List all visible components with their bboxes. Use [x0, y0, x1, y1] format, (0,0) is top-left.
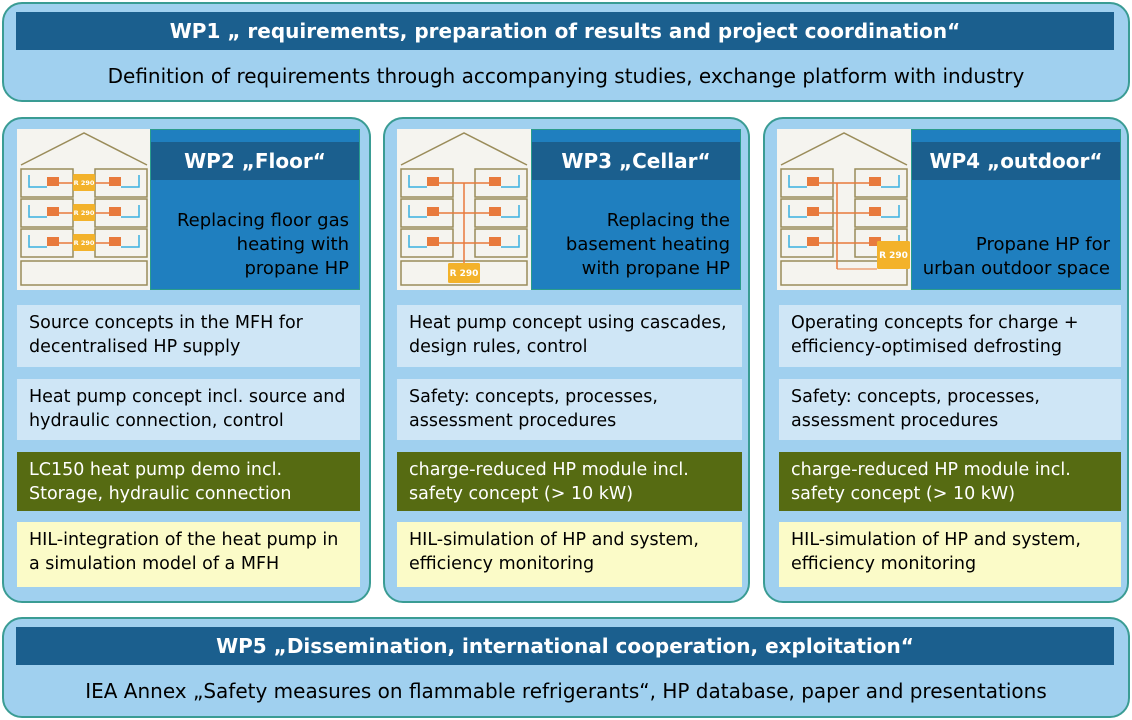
wp2-task-1: Source concepts in the MFH for decentral… — [17, 305, 360, 367]
wp1-panel: WP1 „ requirements, preparation of resul… — [2, 2, 1130, 102]
r290-label: R 290 — [74, 239, 95, 247]
building-illustration-icon: R 290 — [780, 132, 910, 286]
r290-label: R 290 — [74, 209, 95, 217]
r290-label: R 290 — [450, 269, 479, 279]
wp3-panel: R 290 WP3 „Cellar“ Replacing the basemen… — [383, 117, 750, 603]
wp4-image: R 290 — [777, 129, 911, 290]
wp4-task-1: Operating concepts for charge + efficien… — [779, 305, 1121, 367]
wp1-subtitle: Definition of requirements through accom… — [107, 64, 1025, 88]
building-illustration-icon: R 290 R 290 R 290 — [20, 132, 148, 286]
wp1-title: WP1 „ requirements, preparation of resul… — [16, 12, 1114, 50]
wp4-task-2: Safety: concepts, processes, assessment … — [779, 379, 1121, 440]
wp5-panel: WP5 „Dissemination, international cooper… — [2, 617, 1130, 718]
wp3-title: WP3 „Cellar“ — [532, 142, 740, 180]
wp2-panel: R 290 R 290 R 290 WP2 „Floor“ Replacing fl… — [2, 117, 371, 603]
wp2-image: R 290 R 290 R 290 — [17, 129, 150, 290]
r290-label: R 290 — [879, 251, 908, 261]
wp4-box: WP4 „outdoor“ Propane HP for urban outdo… — [911, 129, 1121, 290]
wp2-title: WP2 „Floor“ — [151, 142, 359, 180]
wp2-description: Replacing floor gas heating with propane… — [176, 210, 349, 279]
r290-heat-pump-icon — [448, 263, 480, 283]
r290-heat-pump-icon — [877, 241, 910, 269]
wp2-task-2: Heat pump concept incl. source and hydra… — [17, 379, 360, 440]
wp3-image: R 290 — [397, 129, 531, 290]
wp3-task-4: HIL-simulation of HP and system, efficie… — [397, 522, 742, 587]
wp5-subtitle: IEA Annex „Safety measures on flammable … — [85, 679, 1047, 703]
r290-heat-pump-icon — [73, 204, 95, 221]
wp4-description: Propane HP for urban outdoor space — [922, 234, 1110, 279]
wp2-box: WP2 „Floor“ Replacing floor gas heating … — [150, 129, 360, 290]
wp2-task-4: HIL-integration of the heat pump in a si… — [17, 522, 360, 587]
building-illustration-icon: R 290 — [400, 132, 528, 286]
wp3-task-2: Safety: concepts, processes, assessment … — [397, 379, 742, 440]
r290-heat-pump-icon — [73, 234, 95, 251]
wp4-panel: R 290 WP4 „outdoor“ Propane HP for urban… — [763, 117, 1129, 603]
r290-label: R 290 — [74, 179, 95, 187]
wp3-task-3: charge-reduced HP module incl. safety co… — [397, 452, 742, 511]
r290-heat-pump-icon — [73, 174, 95, 191]
wp4-title: WP4 „outdoor“ — [912, 142, 1120, 180]
wp2-task-3: LC150 heat pump demo incl. Storage, hydr… — [17, 452, 360, 511]
wp5-title: WP5 „Dissemination, international cooper… — [16, 627, 1114, 665]
wp3-description: Replacing the basement heating with prop… — [565, 210, 730, 279]
wp3-box: WP3 „Cellar“ Replacing the basement heat… — [531, 129, 741, 290]
wp4-task-4: HIL-simulation of HP and system, efficie… — [779, 522, 1121, 587]
wp4-task-3: charge-reduced HP module incl. safety co… — [779, 452, 1121, 511]
wp3-task-1: Heat pump concept using cascades, design… — [397, 305, 742, 367]
